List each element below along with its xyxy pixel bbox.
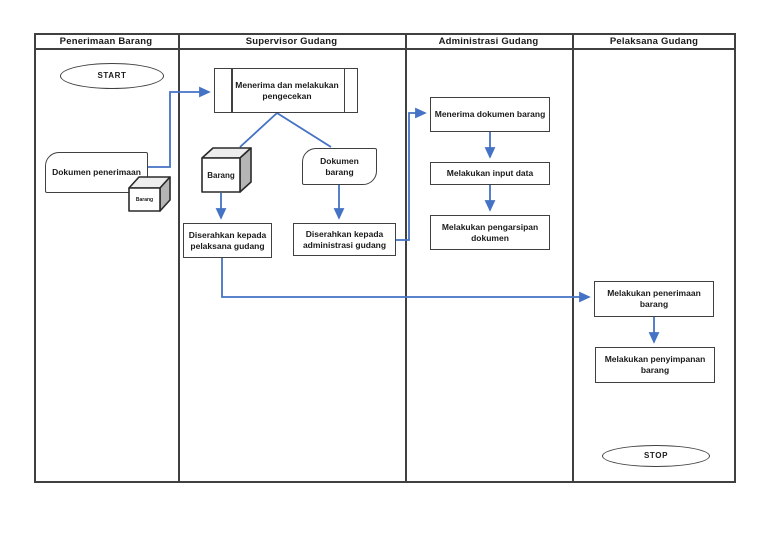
predefined-bar-right — [343, 69, 345, 112]
lane-title: Administrasi Gudang — [438, 36, 539, 47]
edge-dokumen-penerimaan-to-pengecekan — [148, 86, 211, 168]
pengecekan-predefined-process: Menerima dan melakukan pengecekan — [214, 68, 358, 113]
pengarsipan-process: Melakukan pengarsipan dokumen — [430, 215, 550, 250]
lane-title: Penerimaan Barang — [59, 36, 153, 47]
lane-divider-2 — [405, 33, 407, 483]
dokumen-barang-label: Dokumen barang — [320, 155, 359, 177]
edge-pengecekan-to-barang — [239, 112, 278, 148]
start-label: START — [97, 71, 127, 80]
dokumen-barang-shape: Dokumen barang — [302, 148, 377, 185]
dokumen-penerimaan-label: Dokumen penerimaan — [52, 167, 141, 178]
predefined-bar-left — [231, 69, 233, 112]
lane-header-row — [34, 33, 736, 50]
barang-kecil-cube: Barang — [127, 175, 173, 213]
diserahkan-administrasi-label: Diserahkan kepada administrasi gudang — [302, 228, 387, 250]
barang-label: Barang — [207, 170, 235, 180]
pengarsipan-label: Melakukan pengarsipan dokumen — [441, 221, 539, 243]
penerimaan-barang-process: Melakukan penerimaan barang — [594, 281, 714, 317]
pengecekan-label: Menerima dan melakukan pengecekan — [235, 79, 339, 101]
penerimaan-barang-label: Melakukan penerimaan barang — [607, 288, 701, 309]
lane-divider-3 — [572, 33, 574, 483]
stop-terminator: STOP — [602, 445, 710, 467]
cube-icon — [201, 147, 252, 193]
edge-pengecekan-to-dokumen-barang — [276, 112, 332, 148]
lane-header-administrasi-gudang: Administrasi Gudang — [405, 33, 572, 50]
cube-icon — [128, 176, 171, 212]
penyimpanan-barang-label: Melakukan penyimpanan barang — [604, 354, 706, 375]
lane-title: Pelaksana Gudang — [609, 36, 699, 47]
barang-kecil-label: Barang — [135, 196, 154, 203]
lane-title: Supervisor Gudang — [245, 36, 338, 47]
diserahkan-pelaksana-process: Diserahkan kepada pelaksana gudang — [183, 223, 272, 258]
menerima-dokumen-process: Menerima dokumen barang — [430, 97, 550, 132]
input-data-process: Melakukan input data — [430, 162, 550, 185]
barang-cube: Barang — [200, 146, 253, 194]
lane-header-supervisor-gudang: Supervisor Gudang — [178, 33, 405, 50]
input-data-label: Melakukan input data — [446, 168, 534, 179]
edge-diserahkan-administrasi-to-menerima-dokumen — [396, 107, 427, 241]
lane-header-penerimaan-barang: Penerimaan Barang — [34, 33, 178, 50]
diserahkan-administrasi-process: Diserahkan kepada administrasi gudang — [293, 223, 396, 256]
start-terminator: START — [60, 63, 164, 89]
diserahkan-pelaksana-label: Diserahkan kepada pelaksana gudang — [188, 229, 267, 251]
menerima-dokumen-label: Menerima dokumen barang — [434, 109, 546, 120]
stop-label: STOP — [643, 451, 669, 460]
penyimpanan-barang-process: Melakukan penyimpanan barang — [595, 347, 715, 383]
edge-diserahkan-pelaksana-to-penerimaan-barang — [221, 258, 591, 303]
lane-header-pelaksana-gudang: Pelaksana Gudang — [572, 33, 736, 50]
lane-divider-1 — [178, 33, 180, 483]
swimlane-frame — [34, 33, 736, 483]
